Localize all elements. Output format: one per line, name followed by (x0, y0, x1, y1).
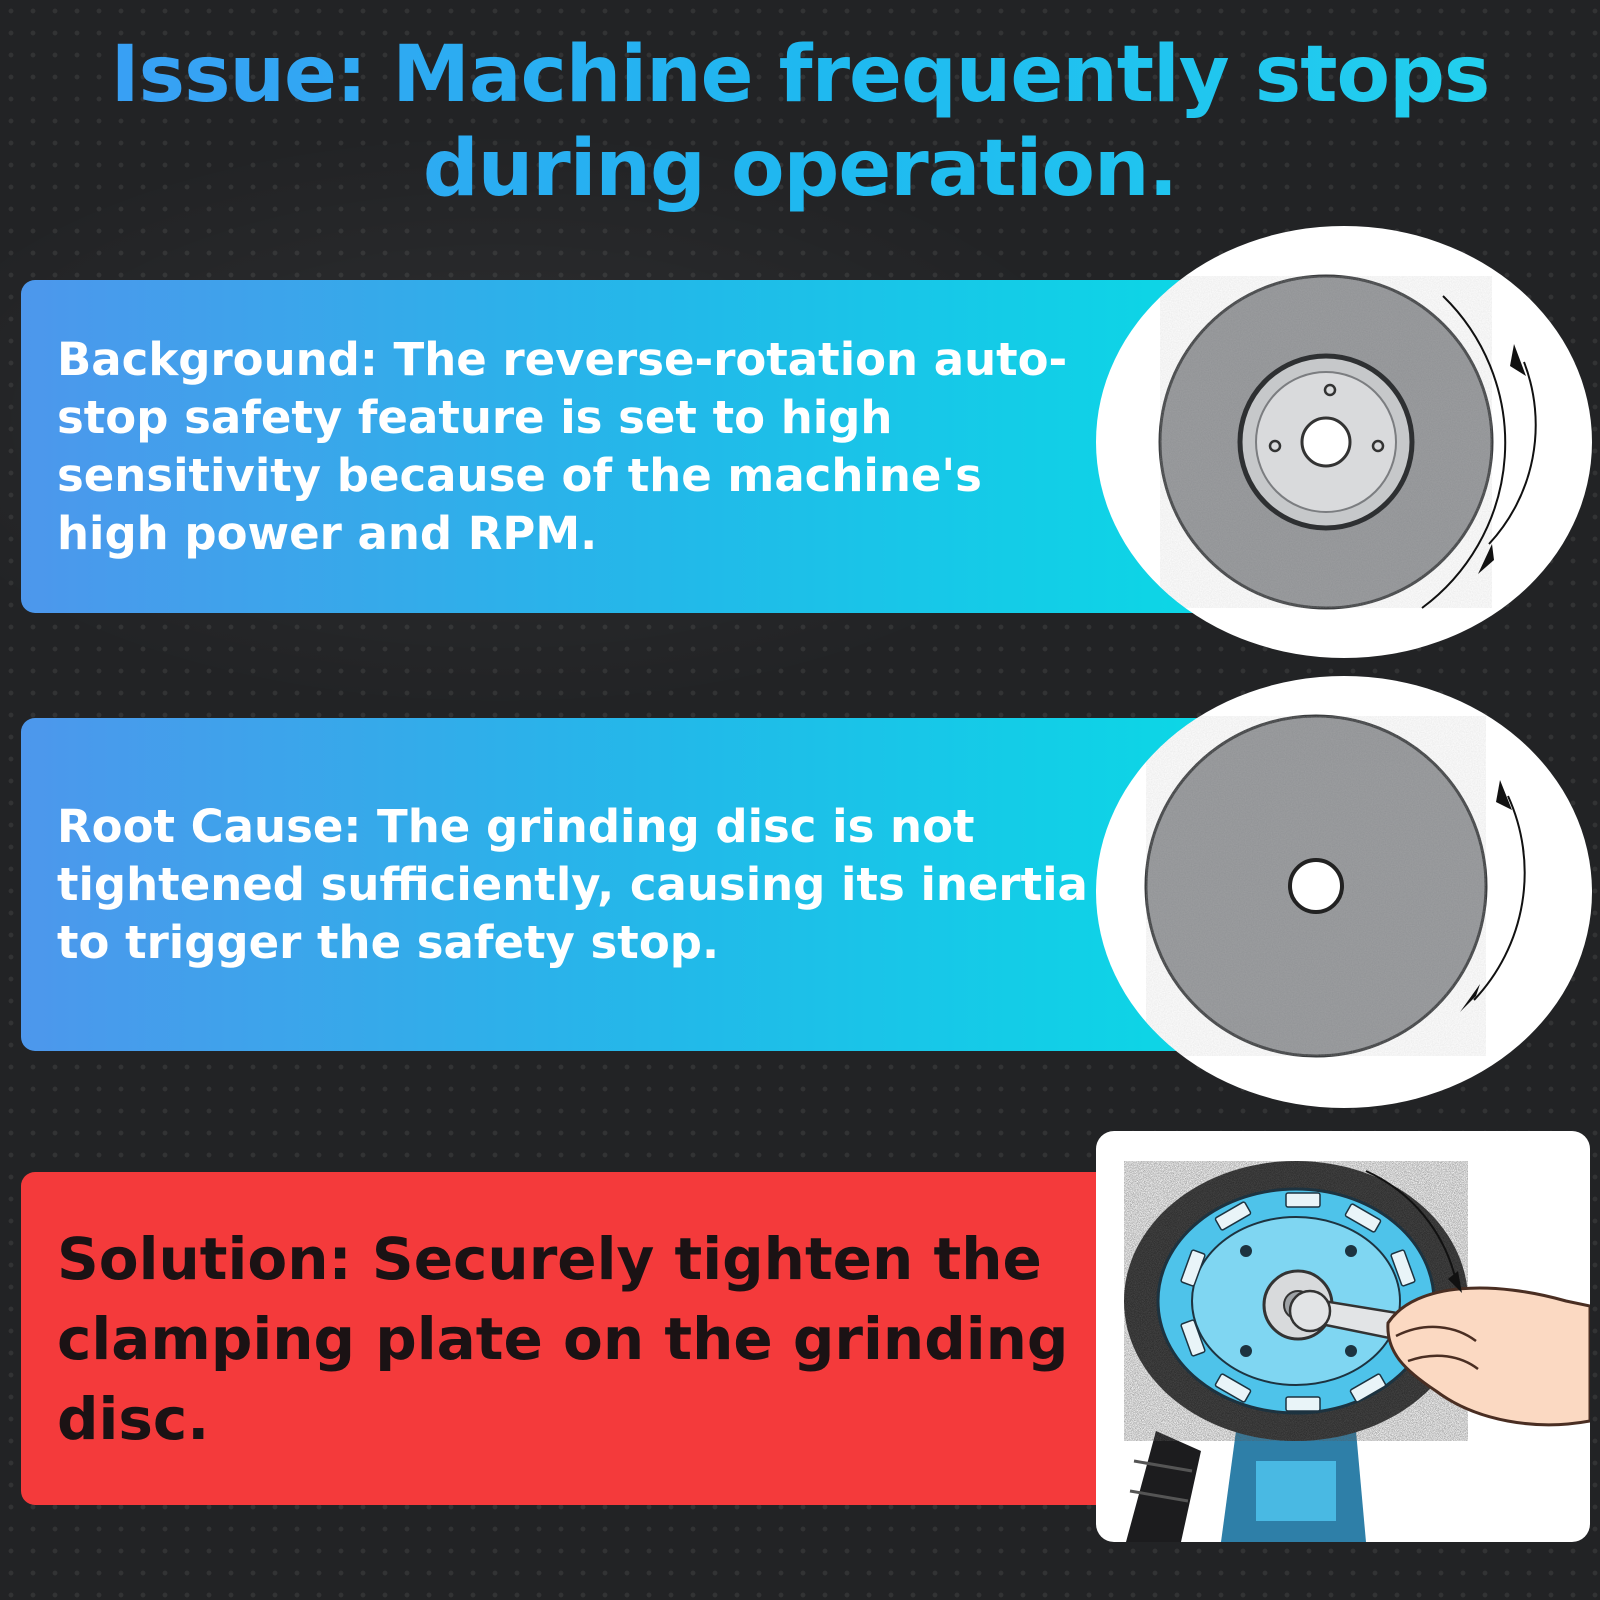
solution-text: Solution: Securely tighten the clamping … (57, 1224, 1069, 1453)
page-title: Issue: Machine frequently stops during o… (0, 28, 1600, 216)
root-cause-panel: Root Cause: The grinding disc is not tig… (21, 718, 1221, 1051)
background-panel: Background: The reverse-rotation auto-st… (21, 280, 1221, 613)
background-text: Background: The reverse-rotation auto-st… (57, 332, 1068, 560)
plain-disc-illustration (1096, 676, 1592, 1108)
disc-with-flange-illustration (1096, 226, 1592, 658)
solution-panel: Solution: Securely tighten the clamping … (21, 1172, 1121, 1505)
root-cause-text: Root Cause: The grinding disc is not tig… (57, 799, 1088, 969)
disc-with-flange-drawing (1158, 274, 1537, 610)
hand-tightening-drawing (1124, 1161, 1590, 1542)
plain-disc-drawing (1144, 714, 1526, 1058)
tightening-illustration (1096, 1131, 1590, 1542)
